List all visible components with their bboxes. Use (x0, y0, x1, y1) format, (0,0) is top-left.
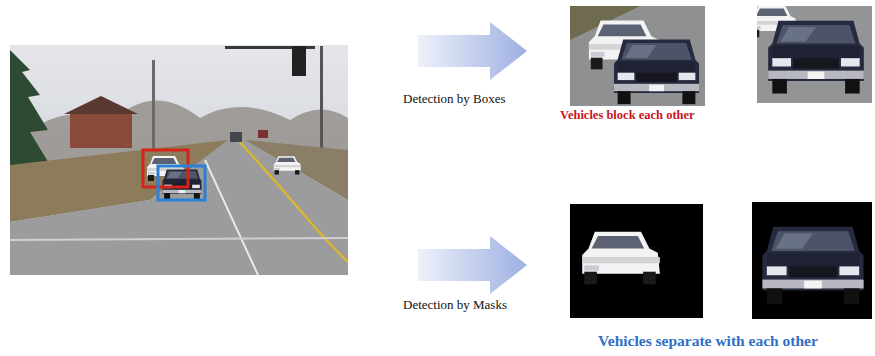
street-photo (10, 45, 348, 275)
dark-truck (768, 21, 864, 94)
dark-truck (162, 169, 201, 199)
stop-line (10, 238, 348, 240)
masked-white-car (582, 232, 660, 284)
distant-car (258, 130, 268, 138)
mask-crop (752, 202, 872, 319)
dark-truck (614, 39, 699, 104)
road (10, 140, 348, 275)
block-arrow (418, 22, 527, 80)
box-crop (757, 6, 872, 103)
crop-road (570, 6, 705, 106)
conifer-tree (10, 50, 50, 170)
problem-note: Vehicles block each other (560, 108, 695, 122)
lane-line (205, 160, 258, 275)
blue-bounding-box (158, 166, 205, 200)
mask-crop (570, 204, 703, 318)
distant-car (230, 132, 242, 142)
distant-car (274, 156, 301, 174)
utility-pole (152, 60, 155, 155)
red-bounding-box (143, 150, 188, 187)
box-crop (570, 6, 705, 106)
house (70, 112, 132, 148)
arrow-caption: Detection by Boxes (403, 92, 506, 107)
sky (10, 45, 348, 275)
yellow-center-line (238, 140, 348, 262)
house-roof (64, 96, 138, 114)
block-arrow (418, 236, 527, 294)
masked-dark-truck (762, 227, 863, 304)
result-note: Vehicles separate with each other (598, 332, 818, 350)
arrow-caption: Detection by Masks (403, 298, 507, 313)
traffic-light (292, 46, 306, 76)
